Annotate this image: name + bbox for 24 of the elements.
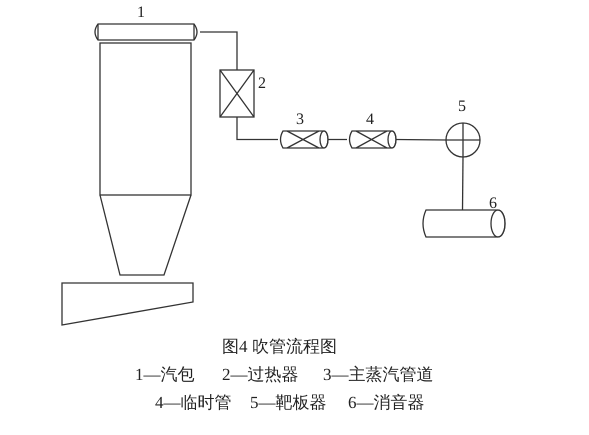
pipe-section-symbol <box>278 131 328 148</box>
pipe-line <box>328 138 347 140</box>
pipe-line <box>462 157 464 210</box>
legend-text: 3—主蒸汽管道 <box>323 366 434 383</box>
callout-number: 1 <box>137 5 145 21</box>
callout-number: 2 <box>258 76 266 92</box>
steam-drum-symbol <box>92 24 200 40</box>
callout-number: 5 <box>458 99 466 115</box>
pipe-section-symbol <box>347 131 396 148</box>
callout-number: 3 <box>296 112 304 128</box>
legend-text: 5—靶板器 <box>250 394 326 411</box>
callout-number: 6 <box>489 196 497 212</box>
pipe-line <box>396 138 446 141</box>
pipe-line <box>200 31 238 70</box>
legend-text: 6—消音器 <box>348 394 424 411</box>
pipe-line <box>236 117 278 140</box>
superheater-symbol <box>220 70 254 117</box>
legend-text: 1—汽包 <box>135 366 194 383</box>
figure-caption: 图4 吹管流程图 <box>222 338 337 355</box>
target-plate-symbol <box>446 123 480 157</box>
callout-number: 4 <box>366 112 374 128</box>
legend-text: 4—临时管 <box>155 394 232 411</box>
silencer-symbol <box>420 210 505 237</box>
legend-text: 2—过热器 <box>222 366 298 383</box>
